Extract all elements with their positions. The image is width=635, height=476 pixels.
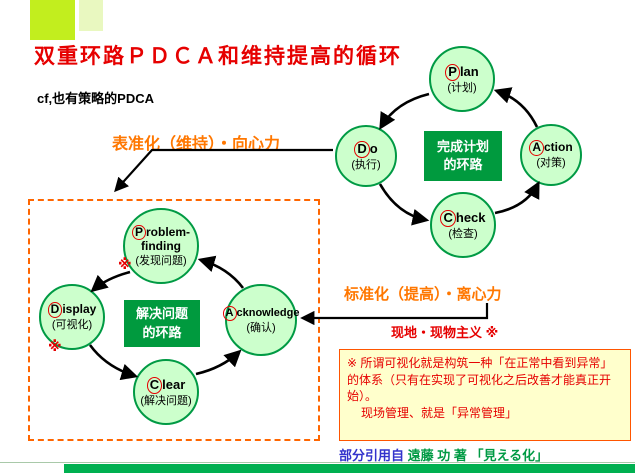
- node-display-zh: (可视化): [51, 319, 93, 332]
- node-plan-rest: lan: [459, 63, 479, 79]
- corner-decoration-bright: [30, 0, 75, 40]
- plan-loop-center-box: 完成计划 的环路: [424, 131, 502, 181]
- problem-loop-dashed-frame: [28, 199, 320, 441]
- arrow-do-to-check: [378, 183, 430, 226]
- node-do-zh: (执行): [351, 158, 381, 171]
- node-action-rest: ction: [544, 140, 573, 155]
- problem-loop-box-line2: 的环路: [142, 324, 182, 340]
- arrow-check-to-action: [494, 181, 540, 215]
- page-title: 双重环路ＰＤＣＡ和维持提高的循环: [34, 45, 402, 68]
- genchi-genbutsu-label: 现地・现物主义 ※: [391, 325, 499, 340]
- node-action-zh: (对策): [536, 157, 566, 170]
- node-do-rest: o: [369, 140, 378, 156]
- circled-letter-d: D: [354, 140, 370, 158]
- problem-loop-center-box: 解决问题 的环路: [124, 300, 200, 347]
- plan-loop-box-line2: 的环路: [443, 157, 483, 172]
- node-display-rest: isplay: [62, 302, 97, 317]
- circled-letter-a2: A: [222, 305, 237, 321]
- node-check-rest: heck: [455, 209, 486, 225]
- node-acknowledge-rest: cknowledge: [236, 306, 300, 319]
- node-problem-finding-line2: finding: [141, 239, 181, 254]
- circled-letter-c: C: [440, 209, 456, 227]
- problem-finding-ref-mark: ※: [118, 256, 132, 272]
- circled-letter-p2: P: [131, 224, 146, 241]
- node-plan-zh: (计划): [447, 81, 477, 94]
- node-clear-rest: lear: [162, 376, 186, 392]
- arrow-plan-to-do: [379, 92, 430, 130]
- circled-letter-a: A: [529, 140, 544, 157]
- arrow-action-to-plan: [493, 87, 539, 128]
- note-paragraph-2: 现场管理、就是「异常管理」: [361, 405, 518, 420]
- bottom-green-bar: [64, 464, 635, 473]
- problem-loop-box-line1: 解决问题: [135, 306, 188, 322]
- credit-rest: 遠藤 功 著 「見える化」: [407, 448, 549, 463]
- node-problem-finding-rest: roblem-: [146, 224, 191, 239]
- plan-loop-box-line1: 完成计划: [436, 138, 489, 154]
- note-paragraph-1: ※ 所谓可视化就是构筑一种「在正常中看到异常」的体系（只有在实现了可视化之后改善…: [347, 356, 613, 404]
- corner-decoration-pale: [79, 0, 103, 31]
- credit-prefix: 部分引用自: [339, 448, 405, 463]
- bottom-thin-line: [0, 462, 635, 463]
- credit-line: 部分引用自 遠藤 功 著 「見える化」: [339, 445, 548, 464]
- visualization-note-box: ※ 所谓可视化就是构筑一种「在正常中看到异常」的体系（只有在实现了可视化之后改善…: [339, 349, 631, 441]
- node-problem-finding-zh: (发现问题): [135, 254, 187, 267]
- display-ref-mark: ※: [48, 338, 62, 354]
- subtitle: cf,也有策略的PDCA: [37, 91, 155, 106]
- node-acknowledge-zh: (确认): [246, 321, 276, 334]
- circled-letter-p: P: [445, 63, 460, 81]
- circled-letter-d2: D: [47, 302, 63, 319]
- standardize-centrifugal-label: 标准化（提高）・离心力: [344, 286, 502, 303]
- maintain-centripetal-label: 表准化（维持）・向心力: [112, 136, 281, 153]
- arrow-maintain-to-problem-loop: [114, 148, 333, 193]
- node-clear-zh: (解决问题): [140, 394, 192, 407]
- node-check-zh: (检查): [448, 227, 478, 240]
- circled-letter-c2: C: [146, 376, 163, 394]
- arrow-standardize-to-acknowledge: [300, 303, 489, 326]
